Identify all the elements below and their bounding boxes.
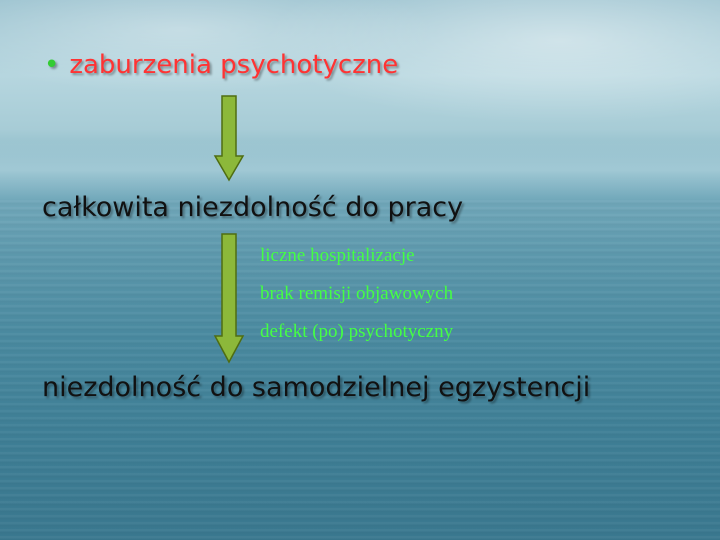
down-arrow-icon — [213, 95, 245, 182]
list-item: liczne hospitalizacje — [260, 245, 415, 266]
factor-list: liczne hospitalizacje brak remisji objaw… — [260, 242, 453, 356]
list-item: brak remisji objawowych — [260, 283, 454, 304]
sea-background — [0, 200, 720, 540]
sky-background — [0, 0, 720, 190]
heading-work-incapacity: całkowita niezdolność do pracy — [42, 192, 464, 223]
heading-self-care-incapacity: niezdolność do samodzielnej egzystencji — [42, 372, 591, 403]
list-item: defekt (po) psychotyczny — [260, 321, 454, 342]
slide-title: zaburzenia psychotyczne — [69, 50, 399, 80]
down-arrow-icon — [213, 233, 245, 364]
title-row: • zaburzenia psychotyczne — [44, 50, 398, 80]
bullet-icon: • — [44, 50, 60, 80]
horizon-glow — [0, 140, 720, 200]
